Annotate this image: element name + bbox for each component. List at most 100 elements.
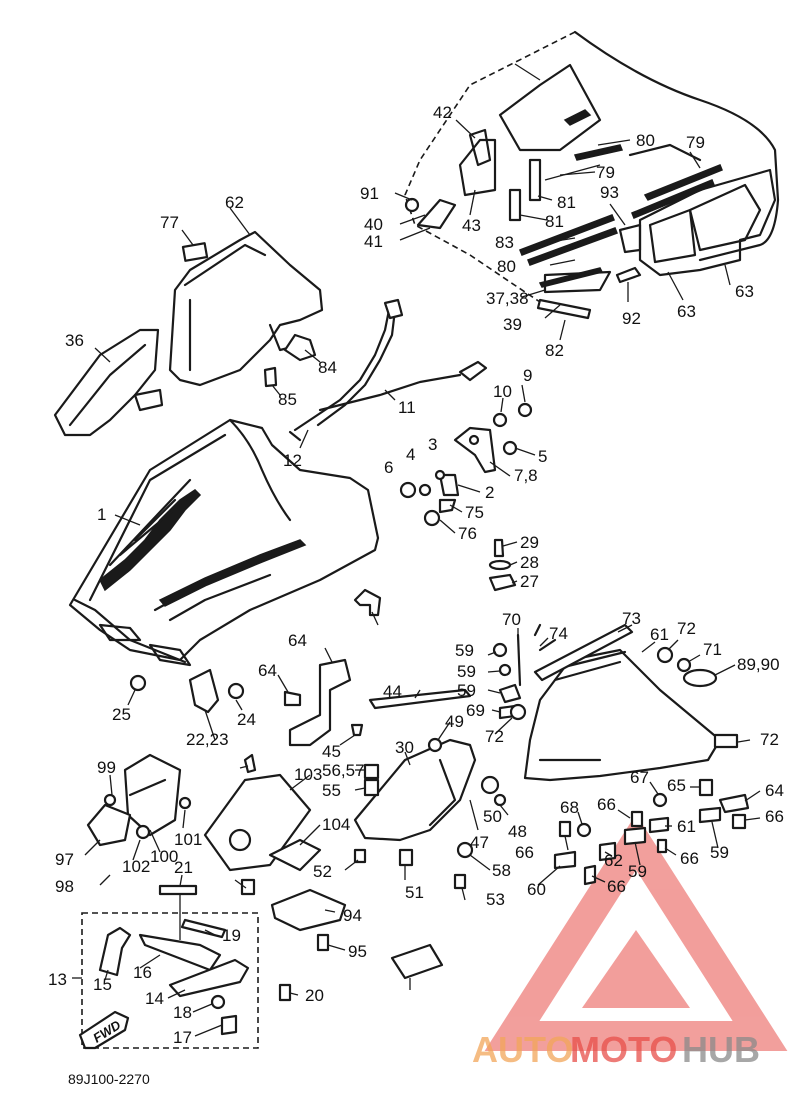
callout-47: 56,57 <box>322 761 365 780</box>
callout-93: 98 <box>55 877 74 896</box>
callout-94: 99 <box>97 758 116 777</box>
callout-13: 13 <box>48 970 67 989</box>
callout-63: 65 <box>667 776 686 795</box>
callout-59: 59 <box>710 843 729 862</box>
callout-78: 79 <box>596 163 615 182</box>
callout-80: 80 <box>636 131 655 150</box>
callout-35: 42 <box>433 103 452 122</box>
callout-17: 17 <box>173 1028 192 1047</box>
callout-85: 89,90 <box>737 655 780 674</box>
watermark-text: AUTO MOTO HUB <box>472 1029 760 1070</box>
brackets-22-25 <box>129 668 245 714</box>
callout-49: 59 <box>455 641 474 660</box>
callout-67: 69 <box>466 701 485 720</box>
trim-strips <box>508 144 642 320</box>
callout-59b: 59 <box>628 862 647 881</box>
assembly-13-box <box>81 912 259 1049</box>
callout-14: 14 <box>145 989 164 1008</box>
callout-26: 27 <box>520 572 539 591</box>
callout-9: 9 <box>523 366 532 385</box>
callout-10: 10 <box>493 382 512 401</box>
callout-75: 74 <box>549 624 568 643</box>
callout-69: 72 <box>485 727 504 746</box>
callout-6: 6 <box>384 458 393 477</box>
callout-64: 66 <box>680 849 699 868</box>
callout-82: 83 <box>495 233 514 252</box>
callout-36: 43 <box>462 216 481 235</box>
drawing-code: 89J100-2270 <box>68 1071 150 1087</box>
callout-43: 50 <box>483 807 502 826</box>
callout-27: 28 <box>520 553 539 572</box>
callout-11: 11 <box>398 398 416 417</box>
hood <box>68 418 380 667</box>
callout-79b: 80 <box>497 257 516 276</box>
side-panel-54-55 <box>631 164 777 277</box>
callout-81: 81 <box>557 193 576 212</box>
callout-72: 71 <box>703 640 722 659</box>
watermark-logo <box>484 814 788 1051</box>
assembly-13-parts <box>98 918 292 1036</box>
callout-15: 15 <box>93 975 112 994</box>
side-panel-52 <box>523 648 722 782</box>
callout-59c: 60 <box>527 880 546 899</box>
callout-86: 91 <box>360 184 379 203</box>
callout-3: 3 <box>428 435 437 454</box>
callout-71: 77 <box>160 213 179 232</box>
callout-34: 41 <box>364 232 383 251</box>
callout-60: 61 <box>677 817 696 836</box>
callout-45b: 53 <box>486 890 505 909</box>
callout-99: 104 <box>322 815 350 834</box>
watermark-hub: HUB <box>682 1029 760 1070</box>
callout-39: 45 <box>322 742 341 761</box>
callout-56-57: 64 <box>288 631 307 650</box>
hardware-cluster <box>399 402 533 592</box>
callout-18: 18 <box>173 1003 192 1022</box>
callout-40: 47 <box>470 833 489 852</box>
callout-66: 67 <box>630 768 649 787</box>
callout-1: 1 <box>97 505 106 524</box>
callout-65: 66 <box>765 807 784 826</box>
callout-96: 101 <box>174 830 202 849</box>
callout-84: 85 <box>278 390 297 409</box>
callout-31: 37,38 <box>486 289 529 308</box>
callout-91: 95 <box>348 942 367 961</box>
hardware-49-69 <box>492 623 542 721</box>
leader-lines <box>72 63 761 1037</box>
callout-16: 16 <box>133 963 152 982</box>
callout-51: 59 <box>457 681 476 700</box>
callout-55: 63 <box>735 282 754 301</box>
callout-92: 97 <box>55 850 74 869</box>
callout-2: 2 <box>485 483 494 502</box>
callout-95: 100 <box>150 847 178 866</box>
callout-61: 62 <box>604 851 623 870</box>
callout-66b: 68 <box>560 798 579 817</box>
callout-62: 64 <box>765 781 784 800</box>
callout-33: 40 <box>364 215 383 234</box>
callout-44: 51 <box>405 883 424 902</box>
callout-74: 73 <box>622 609 641 628</box>
callout-98: 103 <box>294 765 322 784</box>
callout-29: 30 <box>395 738 414 757</box>
callout-50: 59 <box>457 662 476 681</box>
trim-74-75 <box>533 623 739 749</box>
watermark-auto: AUTO <box>472 1029 573 1070</box>
part-84 <box>263 366 278 388</box>
callout-46: 55 <box>322 781 341 800</box>
callout-28: 29 <box>520 533 539 552</box>
watermark-moto: MOTO <box>570 1029 677 1070</box>
part-104 <box>353 588 382 617</box>
lower-left-parts <box>86 753 322 896</box>
callout-32: 39 <box>503 315 522 334</box>
callout-77: 76 <box>458 524 477 543</box>
callout-89-90: 94 <box>343 906 362 925</box>
callout-52: 61 <box>650 625 669 644</box>
callout-30: 36 <box>65 331 84 350</box>
lower-right-hardware <box>553 778 750 886</box>
callout-labels: 42 80 79 79 91 93 81 81 40 43 41 83 80 3… <box>48 103 784 1047</box>
callout-4: 4 <box>406 445 415 464</box>
callout-70: 72 <box>760 730 779 749</box>
callout-41: 48 <box>508 822 527 841</box>
callout-68: 70 <box>502 610 521 629</box>
callout-22-23: 22,23 <box>186 730 229 749</box>
